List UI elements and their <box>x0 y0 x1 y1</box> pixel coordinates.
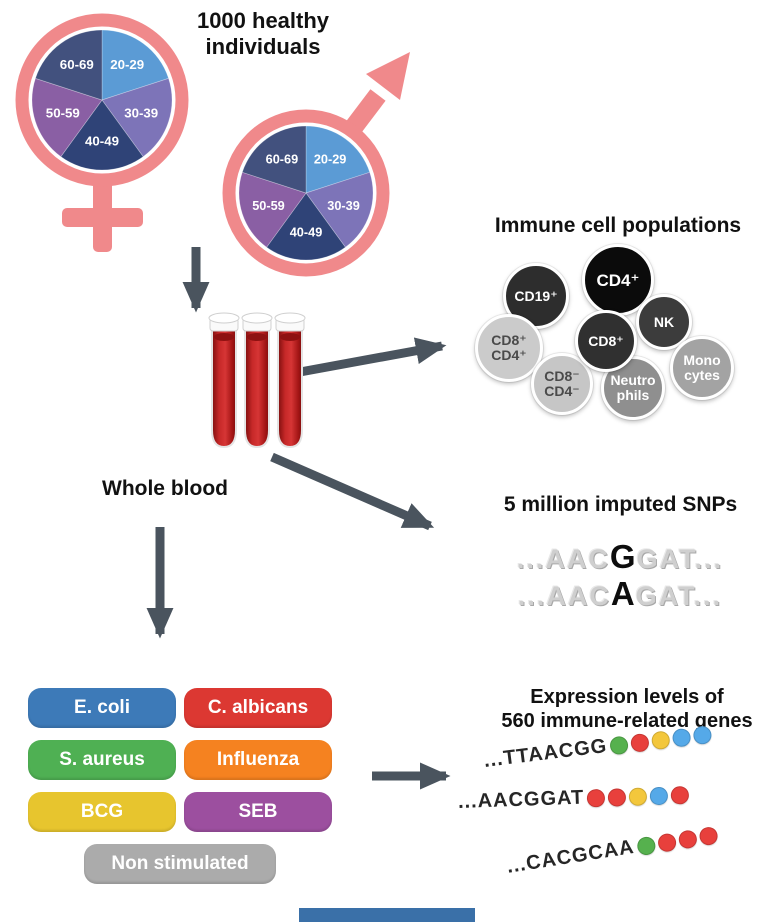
pie-label-40-49: 40-49 <box>85 134 119 149</box>
pie-label-40-49: 40-49 <box>290 225 323 240</box>
pie-label-30-39: 30-39 <box>124 106 158 121</box>
pie-label-60-69: 60-69 <box>266 152 299 167</box>
blood-tubes <box>208 312 306 449</box>
male-symbol-arrowhead <box>366 52 410 100</box>
pie-slice-20-29 <box>101 29 170 101</box>
pie-label-20-29: 20-29 <box>110 57 144 72</box>
female-symbol-crossbar <box>62 208 143 227</box>
female-age-pie: 20-29 30-39 40-49 50-59 60-69 <box>31 29 173 171</box>
pie-label-20-29: 20-29 <box>314 152 347 167</box>
pie-label-50-59: 50-59 <box>46 106 80 121</box>
male-symbol: 20-29 30-39 40-49 50-59 60-69 <box>222 52 410 277</box>
blood-tube-2 <box>241 312 273 449</box>
pie-slice-30-39 <box>305 171 374 248</box>
flow-arrow-to-cells <box>299 337 447 377</box>
blood-tube-1 <box>208 312 240 449</box>
pie-label-30-39: 30-39 <box>327 198 360 213</box>
pie-slice-20-29 <box>305 125 371 194</box>
blood-tube-3 <box>274 312 306 449</box>
pie-slice-50-59 <box>238 171 307 248</box>
pie-slice-60-69 <box>241 125 307 194</box>
pie-slice-30-39 <box>101 77 173 158</box>
pie-label-60-69: 60-69 <box>60 57 94 72</box>
pie-slice-60-69 <box>34 29 103 101</box>
flow-arrow-to-snps <box>270 452 435 531</box>
pie-slice-40-49 <box>266 192 346 261</box>
female-symbol: 20-29 30-39 40-49 50-59 60-69 <box>15 13 189 252</box>
pie-slice-40-49 <box>60 99 144 171</box>
male-age-pie: 20-29 30-39 40-49 50-59 60-69 <box>238 125 374 261</box>
pie-slice-50-59 <box>31 77 103 158</box>
pie-label-50-59: 50-59 <box>252 198 285 213</box>
